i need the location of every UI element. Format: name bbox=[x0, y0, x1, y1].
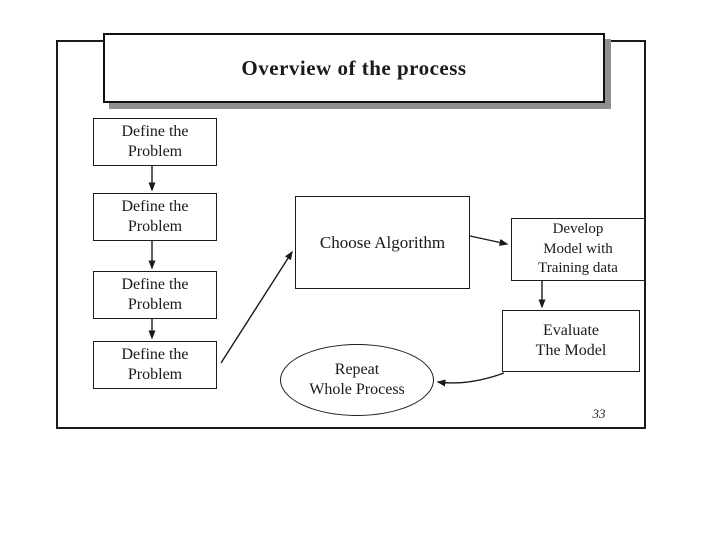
node-develop-model: Develop Model with Training data bbox=[511, 218, 645, 281]
node-label-line: Training data bbox=[538, 260, 618, 277]
page-number: 33 bbox=[592, 406, 606, 421]
node-label-line: Choose Algorithm bbox=[319, 232, 446, 252]
node-repeat-whole-process: Repeat Whole Process bbox=[280, 344, 434, 416]
node-label-line: Problem bbox=[127, 218, 183, 235]
node-label-line: Problem bbox=[127, 296, 183, 313]
node-evaluate-model: Evaluate The Model bbox=[502, 310, 640, 372]
node-choose-algorithm: Choose Algorithm bbox=[295, 196, 470, 289]
node-label-line: Problem bbox=[127, 143, 183, 160]
node-define-problem-4: Define the Problem bbox=[93, 341, 217, 389]
slide-title: Overview of the process bbox=[241, 55, 467, 80]
node-label-line: Define the bbox=[121, 122, 189, 140]
node-label-line: Define the bbox=[121, 197, 189, 215]
node-label-line: The Model bbox=[535, 342, 607, 359]
node-label-line: Repeat bbox=[334, 360, 380, 378]
node-label-line: Whole Process bbox=[309, 381, 405, 398]
node-define-problem-3: Define the Problem bbox=[93, 271, 217, 319]
node-label-line: Define the bbox=[121, 345, 189, 363]
node-define-problem-1: Define the Problem bbox=[93, 118, 217, 166]
node-define-problem-2: Define the Problem bbox=[93, 193, 217, 241]
node-label-line: Develop bbox=[552, 221, 604, 238]
node-label-line: Model with bbox=[543, 240, 613, 257]
slide-title-box: Overview of the process bbox=[103, 33, 605, 103]
node-label-line: Define the bbox=[121, 275, 189, 293]
node-label-line: Problem bbox=[127, 366, 183, 383]
node-label-line: Evaluate bbox=[543, 321, 599, 339]
